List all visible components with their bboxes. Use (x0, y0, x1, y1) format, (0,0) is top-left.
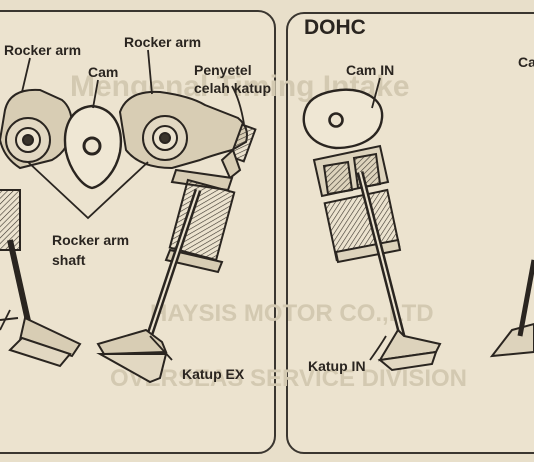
dohc-mechanism (302, 88, 534, 372)
left-valve-spring (0, 189, 21, 251)
sohc-panel (0, 10, 276, 454)
intake-valve-spring (312, 144, 402, 264)
sohc-mechanism (0, 88, 257, 384)
label-cam: Cam (88, 64, 119, 80)
dohc-title: DOHC (304, 16, 366, 39)
watermark-line-3: OVERSEAS SERVICE DIVISION (110, 365, 467, 392)
label-rocker-arm-left: Rocker arm (4, 42, 82, 58)
label-celah-katup: celah katup (194, 80, 272, 96)
label-rocker-arm-shaft-2: shaft (52, 252, 86, 268)
exhaust-valve-partial (489, 322, 534, 358)
label-rocker-arm-shaft-1: Rocker arm (52, 232, 130, 248)
intake-valve-head (378, 328, 442, 362)
label-rocker-arm-right: Rocker arm (124, 34, 202, 50)
label-cam-in: Cam IN (346, 62, 395, 78)
dohc-panel (286, 12, 534, 454)
label-penyetel: Penyetel (194, 62, 252, 78)
right-valve-spring (164, 168, 236, 274)
left-valve-head (18, 316, 82, 358)
sohc-leader-lines (0, 49, 245, 361)
label-cam-ex-partial: Ca (518, 54, 534, 70)
label-katup-ex: Katup EX (182, 366, 245, 382)
left-valve-stem (7, 239, 33, 331)
watermark-line-2: HAYSIS MOTOR CO.,LTD (150, 300, 434, 327)
dohc-leader-lines (369, 77, 387, 361)
label-katup-in: Katup IN (308, 358, 366, 374)
